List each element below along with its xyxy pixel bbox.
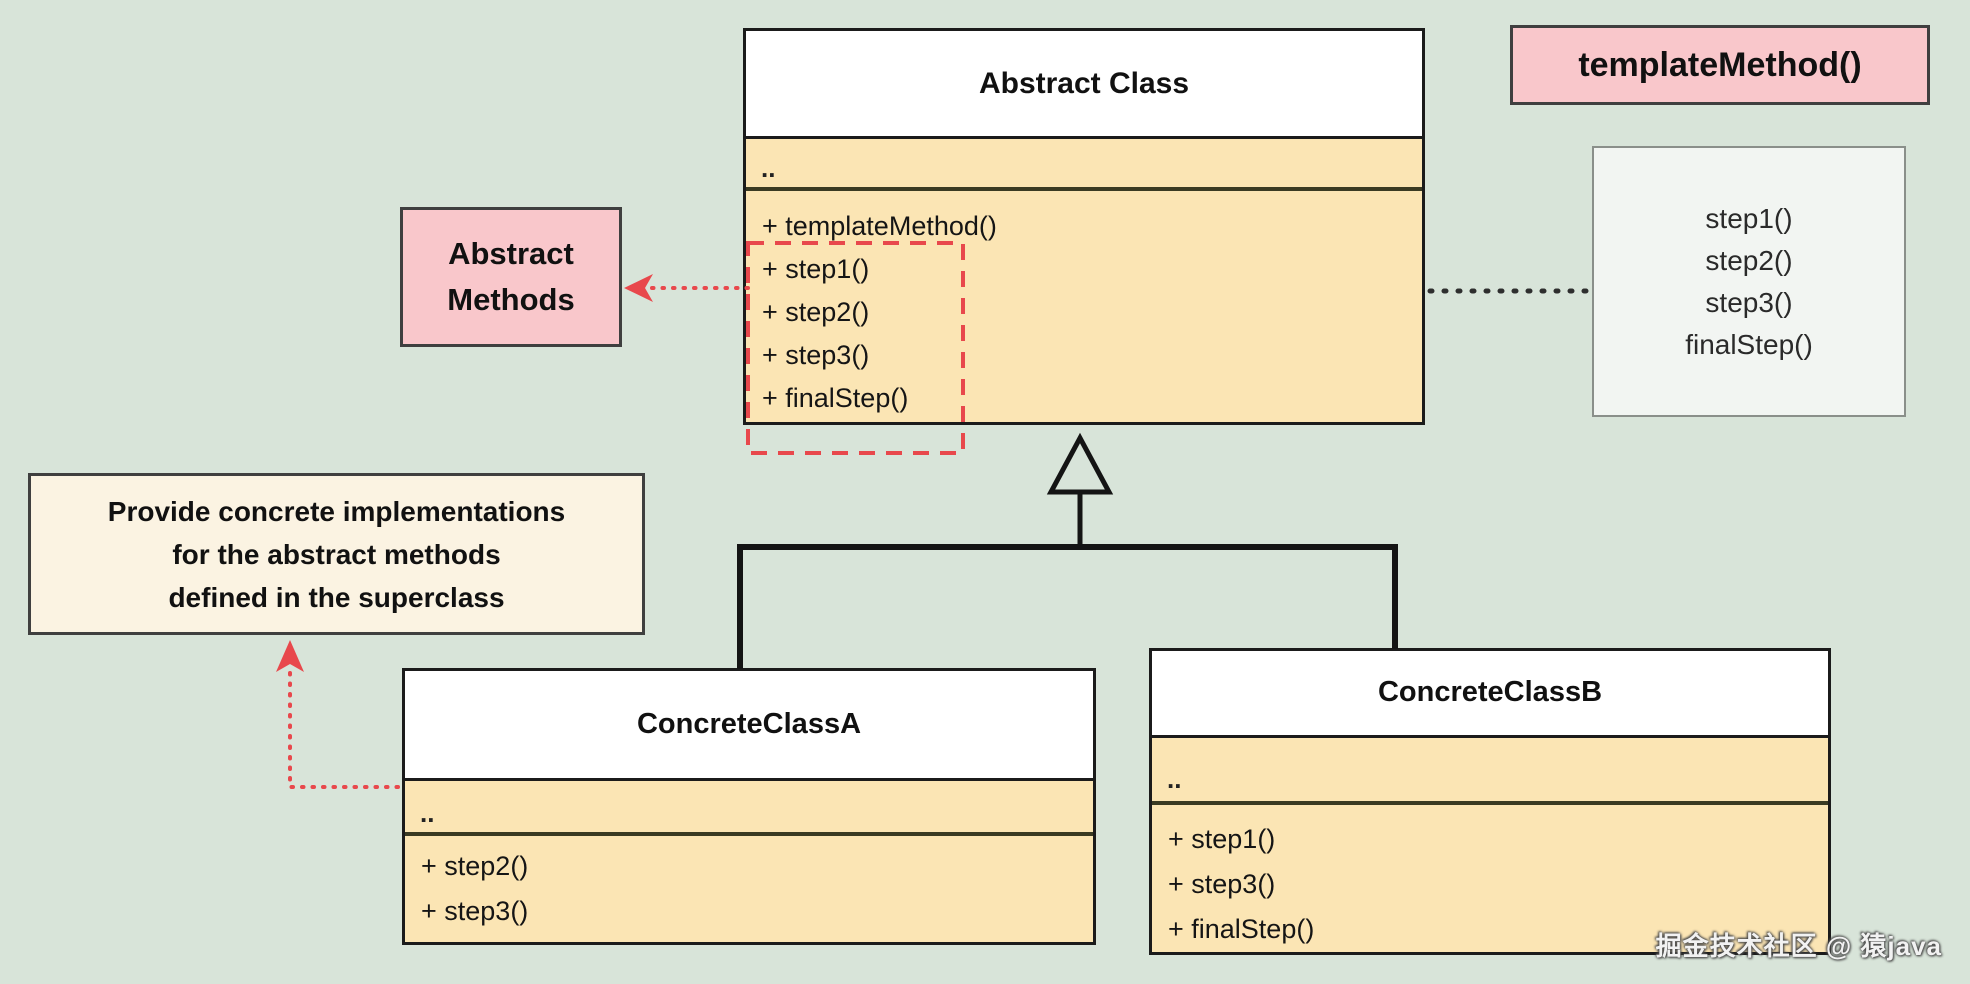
attributes-placeholder: ..: [761, 153, 776, 183]
method-step3: + step3(): [421, 896, 529, 926]
abstract-class-box: Abstract Class .. + templateMethod() + s…: [743, 28, 1425, 425]
concrete-class-a-header: ConcreteClassA: [405, 671, 1093, 781]
method-final-step: + finalStep(): [762, 383, 909, 413]
note-line: for the abstract methods: [172, 538, 501, 570]
concrete-class-b-header: ConcreteClassB: [1152, 651, 1828, 738]
steps-list-panel: step1() step2() step3() finalStep(): [1592, 146, 1906, 417]
concrete-class-b-box: ConcreteClassB .. + step1() + step3() + …: [1149, 648, 1831, 955]
method-template-method: + templateMethod(): [762, 211, 997, 241]
concrete-class-a-methods: + step2() + step3(): [405, 836, 1093, 942]
method-step1: + step1(): [1168, 824, 1276, 854]
abstract-class-header: Abstract Class: [746, 31, 1422, 139]
abstract-class-methods: + templateMethod() + step1() + step2() +…: [746, 191, 1422, 422]
method-step3: + step3(): [1168, 869, 1276, 899]
concrete-class-a-title: ConcreteClassA: [636, 708, 862, 740]
template-method-callout-text: templateMethod(): [1578, 45, 1862, 84]
concrete-class-a-attributes: ..: [405, 781, 1093, 836]
steps-list-item: step2(): [1705, 244, 1793, 276]
inheritance-connector: [737, 432, 1398, 669]
steps-list-item: step3(): [1705, 286, 1793, 318]
concrete-class-a-box: ConcreteClassA .. + step2() + step3(): [402, 668, 1096, 945]
steps-list-item: step1(): [1705, 202, 1793, 234]
steps-list-item: finalStep(): [1685, 328, 1813, 360]
concrete-class-b-title: ConcreteClassB: [1377, 676, 1603, 709]
note-line: Provide concrete implementations: [107, 495, 566, 527]
concrete-class-b-attributes: ..: [1152, 738, 1828, 805]
abstract-class-title: Abstract Class: [978, 66, 1190, 100]
abstract-methods-arrow: [624, 274, 750, 302]
abstract-methods-callout-text: Abstract Methods: [447, 236, 575, 317]
arrowhead-up-icon: [276, 640, 304, 672]
concrete-implementations-note: Provide concrete implementations for the…: [28, 473, 645, 635]
note-line: defined in the superclass: [168, 581, 505, 613]
template-method-callout: templateMethod(): [1510, 25, 1930, 105]
method-final-step: + finalStep(): [1168, 914, 1315, 944]
attributes-placeholder: ..: [1167, 764, 1182, 794]
note-arrow: [276, 640, 400, 789]
abstract-methods-callout: Abstract Methods: [400, 207, 622, 347]
method-step1: + step1(): [762, 254, 870, 284]
watermark: 掘金技术社区 @ 猿java: [1655, 931, 1942, 961]
method-step2: + step2(): [421, 851, 529, 881]
concrete-class-b-methods: + step1() + step3() + finalStep(): [1152, 805, 1828, 952]
inheritance-triangle-icon: [1046, 432, 1114, 495]
arrowhead-left-icon: [624, 274, 653, 302]
method-step2: + step2(): [762, 297, 870, 327]
abstract-class-attributes: ..: [746, 139, 1422, 191]
attributes-placeholder: ..: [420, 798, 435, 828]
method-step3: + step3(): [762, 340, 870, 370]
